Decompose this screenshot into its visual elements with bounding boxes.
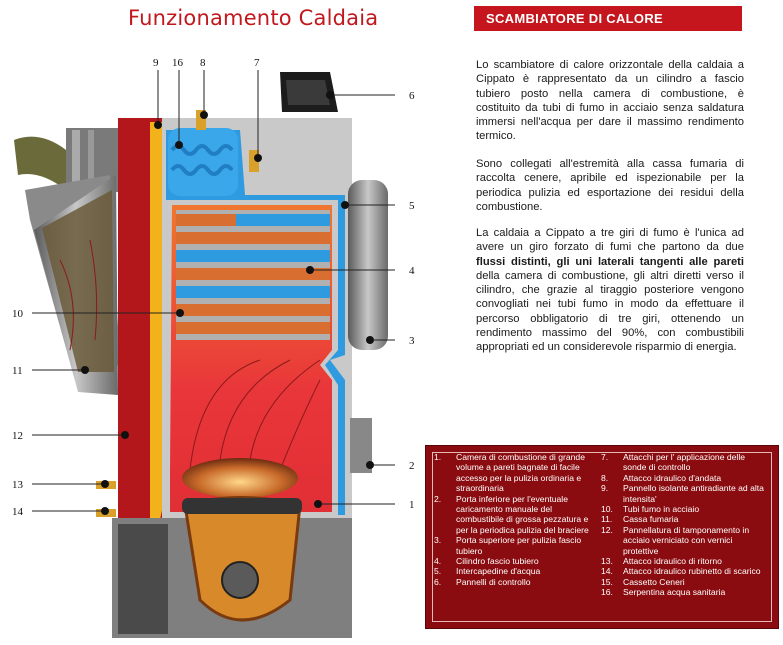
callout-7: 7 bbox=[254, 57, 260, 69]
legend-item-text: Intercapedine d'acqua bbox=[456, 566, 541, 577]
auger-icon bbox=[221, 561, 259, 599]
paragraph-3-bold: flussi distinti, gli uni laterali tangen… bbox=[476, 255, 744, 268]
legend-item-text: Cilindro fascio tubiero bbox=[456, 556, 539, 567]
legend-item-number: 5. bbox=[434, 566, 442, 577]
upper-door bbox=[348, 180, 388, 350]
legend-item: 9. Pannello isolante antiradiante ad alta… bbox=[601, 483, 766, 504]
ember-pile bbox=[182, 458, 298, 498]
legend-item-number: 2. bbox=[434, 493, 442, 504]
legend-item-number: 12. bbox=[601, 524, 613, 535]
paragraph-3-part-2: della camera di combustione, gli altri d… bbox=[476, 269, 744, 354]
legend-item-text: Porta inferiore per l'eventuale caricame… bbox=[456, 493, 589, 535]
callout-2: 2 bbox=[409, 460, 415, 472]
description-paragraph-3: La caldaia a Cippato a tre giri di fumo … bbox=[476, 226, 744, 355]
legend-border bbox=[432, 452, 772, 622]
legend-item-text: Pannello isolante antiradiante ad alta i… bbox=[623, 483, 764, 504]
legend-item-text: Cassetto Ceneri bbox=[623, 576, 685, 587]
legend-item: 7. Attacchi per l' applicazione delle son… bbox=[601, 452, 766, 473]
legend-item-text: Attacco idraulico di ritorno bbox=[623, 556, 722, 567]
legend-item: 16. Serpentina acqua sanitaria bbox=[601, 587, 766, 597]
legend-item: 8. Attacco idraulico d'andata bbox=[601, 473, 766, 483]
description-paragraph-1: Lo scambiatore di calore orizzontale del… bbox=[476, 59, 744, 143]
callout-14: 14 bbox=[12, 506, 24, 518]
callout-16: 16 bbox=[172, 57, 184, 69]
sensor-connection bbox=[249, 150, 259, 172]
legend-item-text: Cassa fumaria bbox=[623, 514, 679, 525]
legend-item: 5. Intercapedine d'acqua bbox=[434, 566, 594, 576]
leader-lines bbox=[32, 70, 395, 512]
callout-12: 12 bbox=[12, 430, 23, 442]
legend-item-text: Attacchi per l' applicazione delle sonde… bbox=[623, 452, 746, 473]
legend-item-text: Pannelli di controllo bbox=[456, 576, 531, 587]
legend-box: 1. Camera di combustione di grande volume… bbox=[425, 445, 779, 629]
legend-item-number: 16. bbox=[601, 587, 613, 598]
description-paragraph-2: Sono collegati all'estremità alla cassa … bbox=[476, 158, 744, 213]
legend-item-number: 8. bbox=[601, 472, 609, 483]
flow-pipe bbox=[196, 110, 206, 130]
legend-item: 4. Cilindro fascio tubiero bbox=[434, 556, 594, 566]
legend-item: 14. Attacco idraulico rubinetto di scaric… bbox=[601, 566, 766, 576]
legend-item-number: 11. bbox=[601, 514, 613, 525]
legend-right-column: 7. Attacchi per l' applicazione delle son… bbox=[601, 452, 766, 598]
burner-assembly bbox=[112, 496, 352, 638]
legend-item: 12. Pannellatura di tamponamento in accia… bbox=[601, 525, 766, 556]
legend-item: 13. Attacco idraulico di ritorno bbox=[601, 556, 766, 566]
legend-item-number: 14. bbox=[601, 566, 613, 577]
callout-4: 4 bbox=[409, 265, 415, 277]
paragraph-3-part-1: La caldaia a Cippato a tre giri di fumo … bbox=[476, 227, 744, 254]
page-title: Funzionamento Caldaia bbox=[128, 6, 379, 30]
legend-item: 2. Porta inferiore per l'eventuale carica… bbox=[434, 494, 594, 536]
coil-waves bbox=[170, 144, 234, 156]
legend-left-column: 1. Camera di combustione di grande volume… bbox=[434, 452, 594, 587]
legend-item: 11. Cassa fumaria bbox=[601, 514, 766, 524]
leader-dots bbox=[81, 91, 374, 515]
sanitary-coil bbox=[168, 128, 238, 196]
legend-item-number: 7. bbox=[601, 452, 609, 462]
callout-1: 1 bbox=[409, 499, 415, 511]
callout-8: 8 bbox=[200, 57, 206, 69]
legend-item-number: 1. bbox=[434, 452, 442, 462]
legend-item-number: 13. bbox=[601, 556, 613, 567]
legend-item-text: Serpentina acqua sanitaria bbox=[623, 587, 726, 598]
callout-3: 3 bbox=[409, 335, 415, 347]
boiler-diagram: 9 16 8 7 6 5 4 3 2 1 10 11 12 13 14 bbox=[12, 57, 415, 638]
legend-item: 10. Tubi fumo in acciaio bbox=[601, 504, 766, 514]
callout-11: 11 bbox=[12, 365, 23, 377]
lower-door bbox=[350, 418, 372, 473]
callout-13: 13 bbox=[12, 479, 24, 491]
tube-bundle bbox=[176, 210, 330, 340]
legend-item-number: 15. bbox=[601, 576, 613, 587]
callout-9: 9 bbox=[153, 57, 159, 69]
legend-item-text: Porta superiore per pulizia fascio tubie… bbox=[456, 535, 582, 556]
legend-item-text: Tubi fumo in acciaio bbox=[623, 504, 700, 515]
legend-item-number: 4. bbox=[434, 556, 442, 567]
legend-item-text: Camera di combustione di grande volume a… bbox=[456, 452, 585, 494]
legend-item-text: Pannellatura di tamponamento in acciaio … bbox=[623, 524, 750, 556]
legend-item-text: Attacco idraulico d'andata bbox=[623, 472, 722, 483]
callout-5: 5 bbox=[409, 200, 415, 212]
coil-waves-2 bbox=[170, 164, 234, 176]
legend-item: 1. Camera di combustione di grande volume… bbox=[434, 452, 594, 494]
smoke-flow-lines bbox=[59, 239, 321, 471]
legend-item-number: 3. bbox=[434, 535, 442, 546]
control-panel-face bbox=[286, 80, 330, 105]
legend-item-number: 9. bbox=[601, 483, 609, 494]
legend-item: 15. Cassetto Ceneri bbox=[601, 577, 766, 587]
legend-item: 3. Porta superiore per pulizia fascio tub… bbox=[434, 535, 594, 556]
callout-6: 6 bbox=[409, 90, 415, 102]
legend-item-text: Attacco idraulico rubinetto di scarico bbox=[623, 566, 761, 577]
legend-item-number: 10. bbox=[601, 504, 613, 515]
legend-item: 6. Pannelli di controllo bbox=[434, 577, 594, 587]
callout-10: 10 bbox=[12, 308, 24, 320]
legend-item-number: 6. bbox=[434, 576, 442, 587]
section-header: SCAMBIATORE DI CALORE bbox=[474, 6, 742, 31]
